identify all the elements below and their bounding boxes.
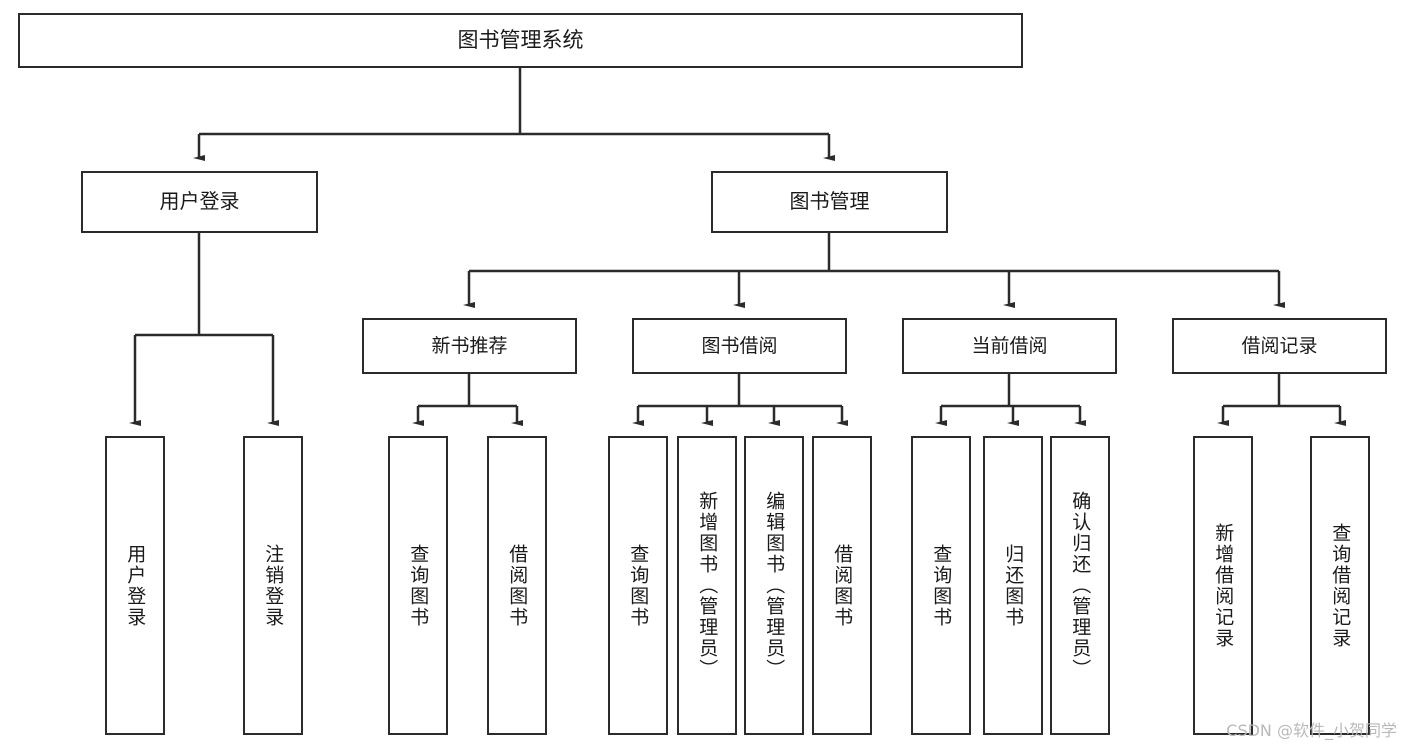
node-label: 编辑图书（管理员） [763, 491, 786, 680]
node-current-borrow: 当前借阅 [902, 318, 1117, 374]
node-label: 新增图书（管理员） [696, 491, 719, 680]
node-label: 查询借阅记录 [1329, 522, 1352, 649]
node-book-borrow: 图书借阅 [632, 318, 847, 374]
node-label: 借阅图书 [831, 543, 854, 628]
node-leaf-borrow-book: 借阅图书 [812, 436, 872, 735]
node-label: 借阅图书 [506, 543, 529, 628]
node-leaf-query-book-current: 查询图书 [911, 436, 971, 735]
node-leaf-user-login: 用户登录 [105, 436, 165, 735]
node-leaf-query-book-recommend: 查询图书 [388, 436, 448, 735]
node-leaf-edit-book-admin: 编辑图书（管理员） [744, 436, 804, 735]
node-new-book-recommend: 新书推荐 [362, 318, 577, 374]
node-label: 确认归还（管理员） [1069, 491, 1092, 680]
node-label: 归还图书 [1002, 543, 1025, 628]
node-leaf-user-logout: 注销登录 [243, 436, 303, 735]
node-label: 查询图书 [627, 543, 650, 628]
node-label: 新书推荐 [431, 334, 508, 357]
node-label: 当前借阅 [971, 334, 1048, 357]
node-leaf-confirm-return-admin: 确认归还（管理员） [1050, 436, 1110, 735]
node-label: 注销登录 [262, 543, 285, 628]
connector-lines [129, 68, 1346, 426]
node-borrow-record: 借阅记录 [1172, 318, 1387, 374]
node-leaf-add-borrow-record: 新增借阅记录 [1193, 436, 1253, 735]
node-user-login: 用户登录 [81, 171, 318, 233]
node-label: 查询图书 [407, 543, 430, 628]
node-label: 图书管理 [789, 189, 870, 214]
node-leaf-query-book-borrow: 查询图书 [608, 436, 668, 735]
node-leaf-add-book-admin: 新增图书（管理员） [677, 436, 737, 735]
node-label: 图书借阅 [701, 334, 778, 357]
node-label: 查询图书 [930, 543, 953, 628]
node-root-root: 图书管理系统 [18, 13, 1023, 68]
node-label: 借阅记录 [1241, 334, 1318, 357]
node-label: 图书管理系统 [457, 28, 584, 53]
node-label: 用户登录 [159, 189, 240, 214]
node-book-management: 图书管理 [711, 171, 948, 233]
node-leaf-borrow-book-recommend: 借阅图书 [487, 436, 547, 735]
node-leaf-return-book: 归还图书 [983, 436, 1043, 735]
node-label: 新增借阅记录 [1212, 522, 1235, 649]
node-label: 用户登录 [124, 543, 147, 628]
node-leaf-query-borrow-record: 查询借阅记录 [1310, 436, 1370, 735]
